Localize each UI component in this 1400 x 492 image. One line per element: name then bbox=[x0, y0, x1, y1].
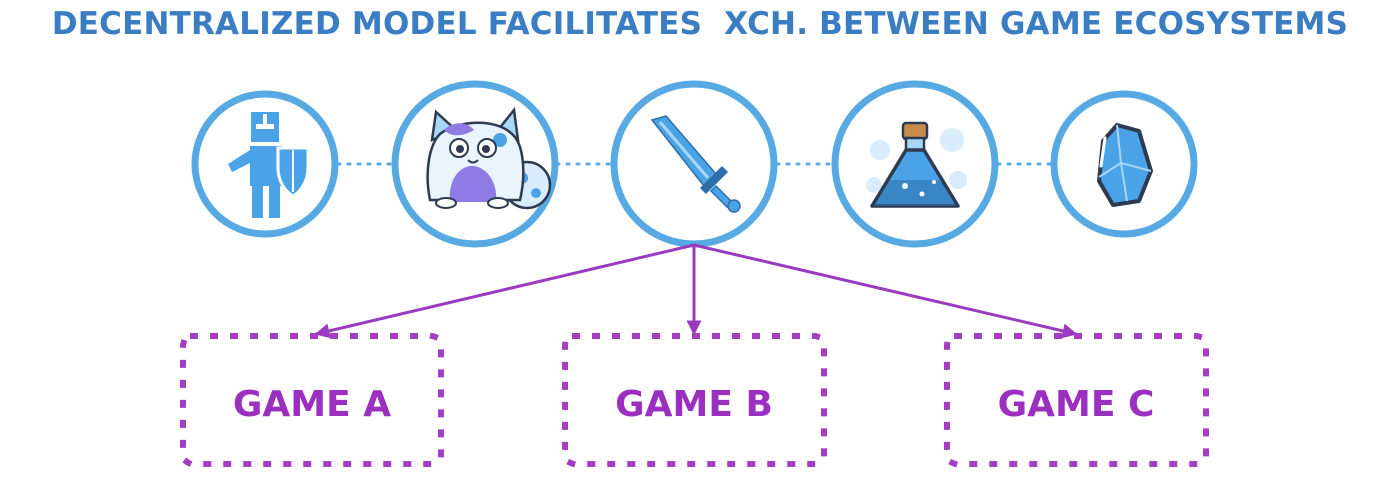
game-box-a: GAME A bbox=[180, 333, 444, 467]
knight-icon bbox=[228, 112, 310, 218]
exchange-arrows bbox=[314, 243, 1078, 339]
arrow-to-game-c bbox=[693, 243, 1078, 339]
game-box-c: GAME C bbox=[944, 333, 1209, 467]
node-sword bbox=[610, 80, 778, 248]
cat-icon bbox=[426, 106, 552, 210]
game-label: GAME A bbox=[233, 384, 391, 425]
crystal-icon bbox=[1097, 123, 1153, 207]
node-knight bbox=[191, 90, 339, 238]
potion-icon bbox=[866, 121, 967, 208]
game-label: GAME C bbox=[998, 384, 1155, 425]
arrow-to-game-a bbox=[314, 243, 695, 339]
node-crystal bbox=[1050, 90, 1198, 238]
node-potion bbox=[831, 80, 999, 248]
sword-icon bbox=[650, 115, 741, 213]
node-cat bbox=[391, 80, 559, 248]
game-box-b: GAME B bbox=[562, 333, 827, 467]
game-label: GAME B bbox=[615, 384, 773, 425]
page-title: DECENTRALIZED MODEL FACILITATES XCH. BET… bbox=[51, 6, 1349, 42]
